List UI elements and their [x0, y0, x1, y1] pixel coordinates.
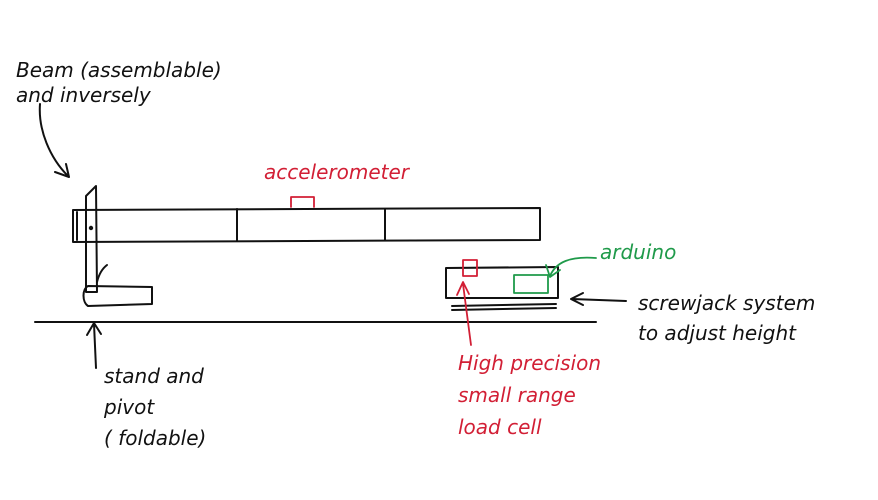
- pivot-point: [88, 225, 94, 231]
- beam-label: Beam (assemblable) and inversely: [16, 58, 222, 107]
- accelerometer-box: [290, 196, 315, 208]
- beam-pointer-arrow: [38, 103, 70, 178]
- arduino-pointer-arrow: [545, 256, 597, 278]
- stand-and-pivot: [82, 185, 153, 307]
- arduino-label: arduino: [600, 240, 677, 264]
- stand-pointer-arrow: [86, 322, 102, 369]
- accelerometer-label: accelerometer: [264, 160, 410, 184]
- screwjack-platform: [445, 266, 559, 311]
- beam: [72, 207, 541, 243]
- screwjack-pointer-arrow: [570, 292, 627, 306]
- stand-label: stand and pivot ( foldable): [104, 364, 207, 450]
- screwjack-label: screwjack system to adjust height: [638, 291, 816, 345]
- load-cell-label: High precision small range load cell: [458, 351, 601, 439]
- load-cell-pointer-arrow: [456, 281, 472, 346]
- arduino-box: [513, 274, 549, 294]
- load-cell-box: [462, 259, 478, 277]
